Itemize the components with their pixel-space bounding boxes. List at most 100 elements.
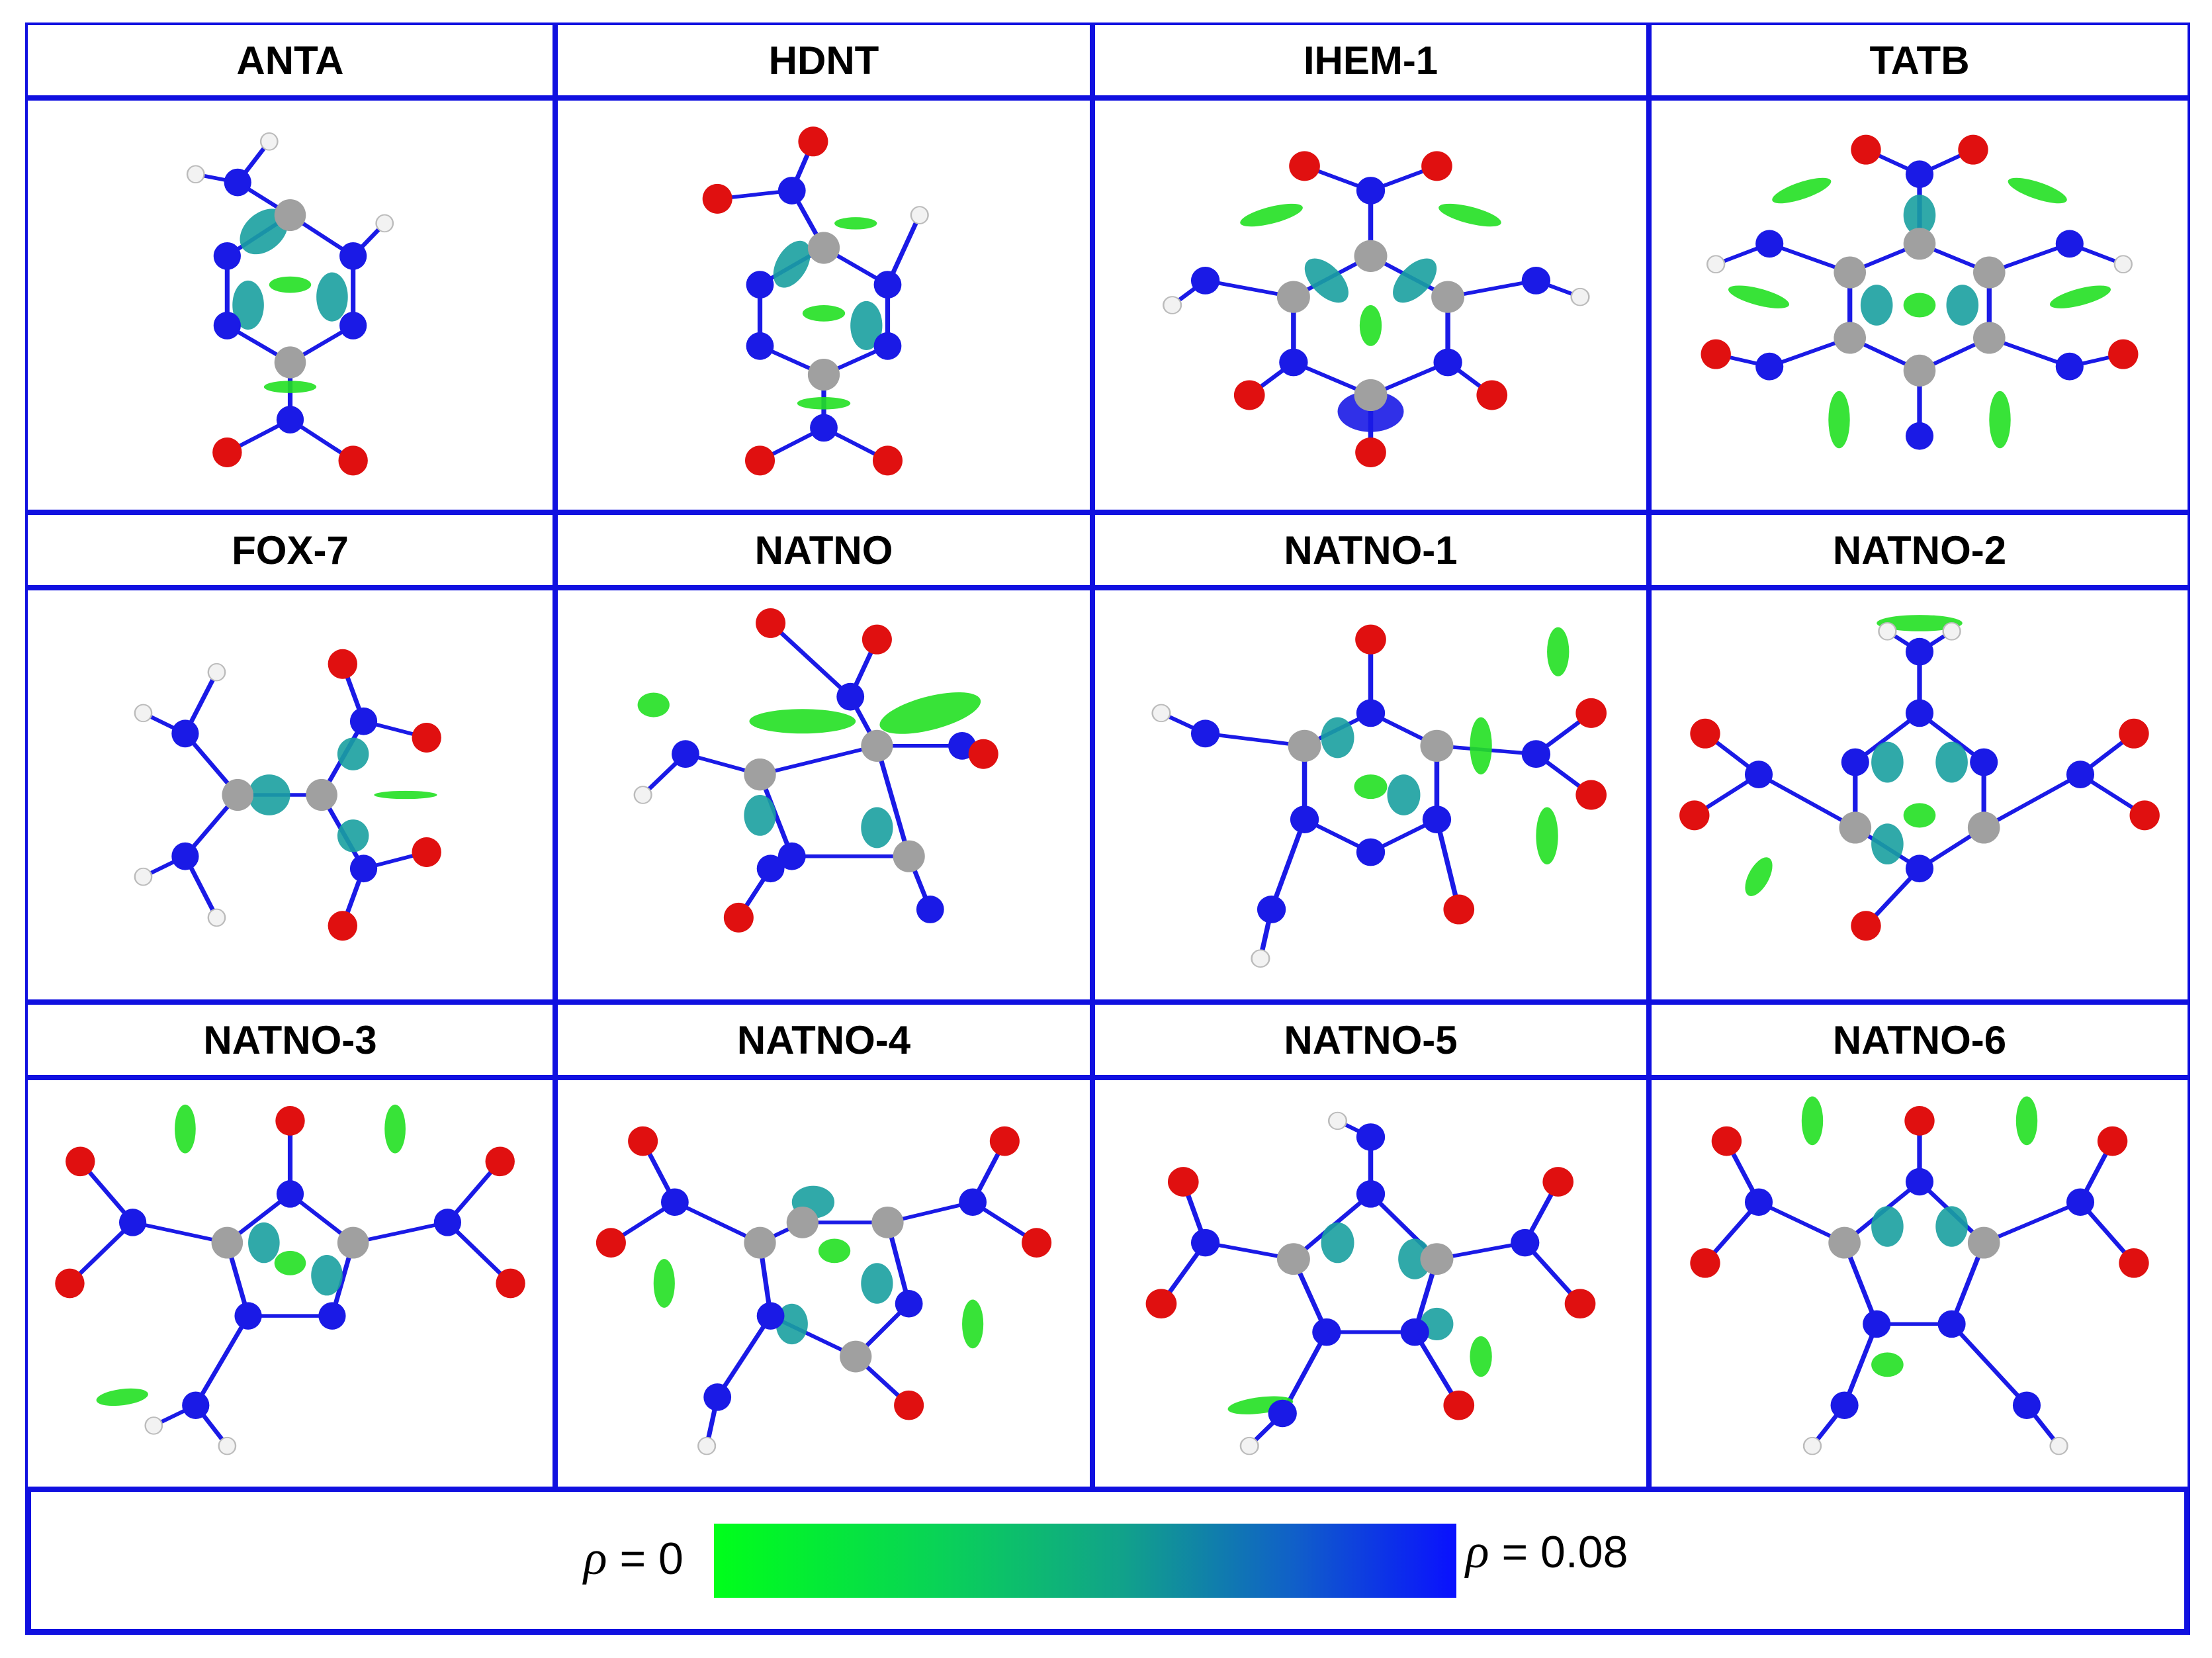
oxygen-atom (1443, 1390, 1475, 1420)
isosurface-blob (850, 300, 883, 350)
molecule-image-anta (25, 98, 555, 512)
hydrogen-atom (144, 1416, 163, 1435)
carbon-atom (222, 778, 253, 811)
isosurface-blob (1354, 774, 1388, 800)
oxygen-atom (1421, 151, 1452, 181)
nitrogen-atom (873, 271, 902, 299)
molecule-image-tatb (1649, 98, 2190, 512)
molecule-svg (1163, 151, 1590, 467)
nitrogen-atom (349, 854, 378, 883)
nitrogen-atom (433, 1209, 462, 1236)
hydrogen-atom (186, 165, 205, 184)
oxygen-atom (1679, 800, 1710, 831)
oxygen-atom (328, 649, 358, 679)
oxygen-atom (723, 902, 754, 933)
nitrogen-atom (1257, 896, 1286, 923)
oxygen-atom (1355, 437, 1386, 467)
carbon-atom (786, 1206, 818, 1238)
hydrogen-atom (1239, 1436, 1259, 1455)
carbon-atom (274, 199, 306, 232)
molecule-image-natno-4 (555, 1078, 1092, 1489)
panel-title: NATNO-5 (1092, 1002, 1649, 1078)
oxygen-atom (756, 608, 786, 638)
isosurface-blob (1871, 823, 1904, 865)
isosurface-blob (834, 217, 877, 230)
hydrogen-atom (1163, 296, 1182, 314)
isosurface-blob (744, 795, 776, 836)
bond (1982, 1200, 2082, 1245)
carbon-atom (306, 778, 337, 811)
panel-title: ANTA (25, 23, 555, 98)
hydrogen-atom (207, 908, 226, 927)
carbon-atom (1973, 322, 2006, 354)
nitrogen-atom (339, 242, 367, 270)
molecule-image-natno-1 (1092, 588, 1649, 1002)
nitrogen-atom (1422, 806, 1452, 833)
panel-title: HDNT (555, 23, 1092, 98)
panel-title: TATB (1649, 23, 2190, 98)
nitrogen-atom (895, 1289, 923, 1318)
oxygen-atom (1564, 1289, 1596, 1319)
nitrogen-atom (224, 168, 251, 197)
nitrogen-atom (746, 271, 774, 299)
isosurface-blob (797, 397, 851, 410)
isosurface-blob (337, 737, 369, 770)
nitrogen-atom (171, 719, 199, 748)
bond (1757, 772, 1857, 829)
isosurface-blob (248, 774, 290, 815)
isosurface-blob (1745, 857, 1773, 896)
nitrogen-atom (1905, 422, 1934, 450)
isosurface-blob (96, 1388, 148, 1406)
oxygen-atom (596, 1228, 626, 1258)
molecule-svg (702, 126, 929, 476)
oxygen-atom (1851, 911, 1881, 941)
nitrogen-atom (339, 312, 367, 340)
molecule-image-natno-2 (1649, 588, 2190, 1002)
hydrogen-atom (910, 206, 929, 224)
nitrogen-atom (1433, 348, 1462, 377)
molecule-svg (1679, 615, 2160, 941)
nitrogen-atom (1190, 719, 1220, 748)
oxygen-atom (1022, 1228, 1052, 1258)
molecule-image-hdnt (555, 98, 1092, 512)
nitrogen-atom (234, 1302, 262, 1330)
oxygen-atom (275, 1106, 305, 1136)
nitrogen-atom (1356, 838, 1386, 866)
nitrogen-atom (756, 1302, 785, 1330)
isosurface-blob (2049, 285, 2111, 308)
isosurface-blob (374, 790, 437, 800)
carbon-atom (211, 1226, 243, 1259)
nitrogen-atom (1755, 352, 1784, 381)
nitrogen-atom (916, 896, 944, 923)
panel-title: NATNO-1 (1092, 512, 1649, 588)
nitrogen-atom (1290, 806, 1319, 833)
carbon-atom (744, 1226, 776, 1259)
nitrogen-atom (2066, 760, 2095, 788)
nitrogen-atom (1744, 1188, 1773, 1216)
molecule-image-ihem-1 (1092, 98, 1649, 512)
isosurface-blob (232, 280, 264, 330)
bond (1949, 1322, 2029, 1406)
isosurface-blob (1801, 1096, 1824, 1146)
isosurface-blob (274, 1250, 306, 1275)
oxygen-atom (1476, 380, 1508, 410)
oxygen-atom (328, 911, 358, 941)
hydrogen-atom (2113, 255, 2133, 273)
nitrogen-atom (1521, 740, 1551, 768)
nitrogen-atom (1863, 1310, 1891, 1338)
isosurface-blob (1903, 803, 1936, 828)
molecule-svg (1690, 1096, 2149, 1455)
isosurface-blob (861, 807, 893, 849)
nitrogen-atom (182, 1391, 210, 1419)
panel-grid: ANTA HDNT IHEM-1 TATB FOX-7 NATNO NATNO-… (25, 23, 2190, 1489)
oxygen-atom (1167, 1167, 1199, 1197)
bond (759, 744, 878, 776)
nitrogen-atom (777, 842, 806, 870)
oxygen-atom (1958, 134, 1988, 165)
nitrogen-atom (1841, 748, 1869, 776)
oxygen-atom (1145, 1289, 1177, 1319)
hydrogen-atom (259, 132, 279, 151)
isosurface-blob (962, 1299, 984, 1349)
bond (1204, 731, 1305, 748)
bond (352, 1220, 449, 1245)
